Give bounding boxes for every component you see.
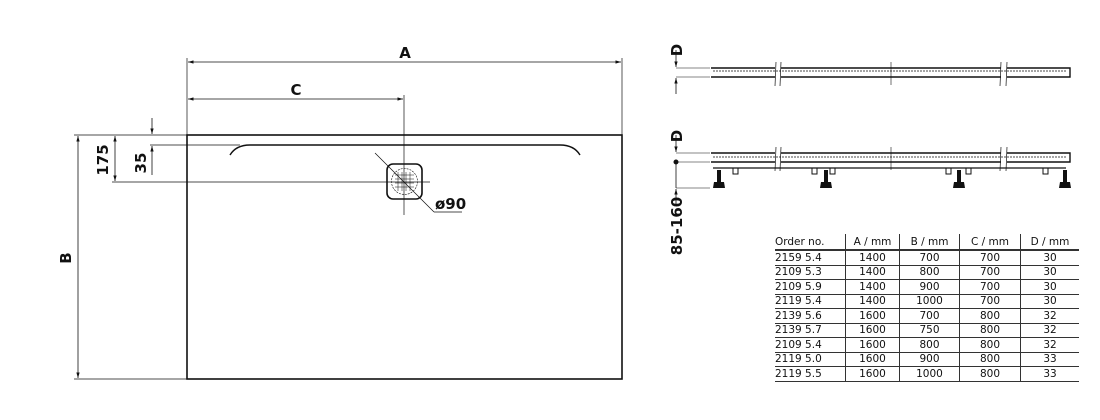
cell-a: 1400 [845, 279, 900, 295]
cell-c: 800 [959, 337, 1021, 353]
label-a: A [399, 44, 411, 62]
cell-a: 1600 [845, 366, 900, 382]
cell-c: 700 [959, 279, 1021, 295]
cell-a: 1600 [845, 337, 900, 353]
tray-rim-curve [229, 144, 581, 156]
cell-order-no: 2119 5.0 [775, 352, 846, 367]
tray-outline [186, 134, 623, 380]
side-view-flat [674, 50, 1071, 94]
header-a: A / mm [845, 234, 900, 251]
table-header-row: Order no. A / mm B / mm C / mm D / mm [775, 234, 1079, 251]
cell-d: 30 [1020, 294, 1079, 309]
cell-d: 32 [1020, 308, 1079, 324]
cell-d: 30 [1020, 250, 1079, 266]
cell-order-no: 2139 5.6 [775, 308, 846, 324]
cell-b: 750 [899, 323, 960, 338]
cell-d: 33 [1020, 366, 1079, 382]
cell-a: 1400 [845, 294, 900, 309]
cell-order-no: 2119 5.4 [775, 294, 846, 309]
adjustable-feet-icon [713, 170, 1071, 188]
cell-c: 700 [959, 250, 1021, 266]
cell-b: 800 [899, 337, 960, 353]
cell-b: 700 [899, 308, 960, 324]
dimensions-table: Order no. A / mm B / mm C / mm D / mm 21… [775, 234, 1079, 382]
cell-d: 32 [1020, 337, 1079, 353]
label-d-top: D [668, 44, 686, 56]
cell-c: 700 [959, 265, 1021, 280]
label-drain-diameter: ø90 [435, 195, 466, 213]
cell-order-no: 2139 5.7 [775, 323, 846, 338]
cell-b: 700 [899, 250, 960, 266]
cell-b: 800 [899, 265, 960, 280]
cell-c: 800 [959, 366, 1021, 382]
cell-order-no: 2109 5.3 [775, 265, 846, 280]
cell-d: 30 [1020, 279, 1079, 295]
header-c: C / mm [959, 234, 1021, 251]
label-b: B [57, 252, 75, 263]
drain-icon [374, 152, 462, 213]
cell-d: 33 [1020, 352, 1079, 367]
cell-c: 800 [959, 308, 1021, 324]
cell-d: 32 [1020, 323, 1079, 338]
header-d: D / mm [1020, 234, 1079, 251]
cell-a: 1600 [845, 352, 900, 367]
cell-order-no: 2109 5.4 [775, 337, 846, 353]
header-order-no: Order no. [775, 234, 846, 251]
cell-d: 30 [1020, 265, 1079, 280]
cell-b: 1000 [899, 294, 960, 309]
cell-c: 700 [959, 294, 1021, 309]
cell-a: 1400 [845, 265, 900, 280]
cell-b: 1000 [899, 366, 960, 382]
header-b: B / mm [899, 234, 960, 251]
cell-b: 900 [899, 352, 960, 367]
label-c: C [290, 81, 301, 99]
cell-order-no: 2119 5.5 [775, 366, 846, 382]
label-height-range: 85-160 [668, 197, 686, 255]
label-35: 35 [132, 153, 150, 174]
cell-c: 800 [959, 352, 1021, 367]
cell-a: 1600 [845, 308, 900, 324]
label-175: 175 [94, 144, 112, 175]
plan-view [74, 58, 623, 380]
cell-c: 800 [959, 323, 1021, 338]
side-view-with-feet [673, 135, 1071, 205]
cell-order-no: 2109 5.9 [775, 279, 846, 295]
cell-order-no: 2159 5.4 [775, 250, 846, 266]
cell-b: 900 [899, 279, 960, 295]
label-d-bottom: D [668, 130, 686, 142]
cell-a: 1600 [845, 323, 900, 338]
cell-a: 1400 [845, 250, 900, 266]
